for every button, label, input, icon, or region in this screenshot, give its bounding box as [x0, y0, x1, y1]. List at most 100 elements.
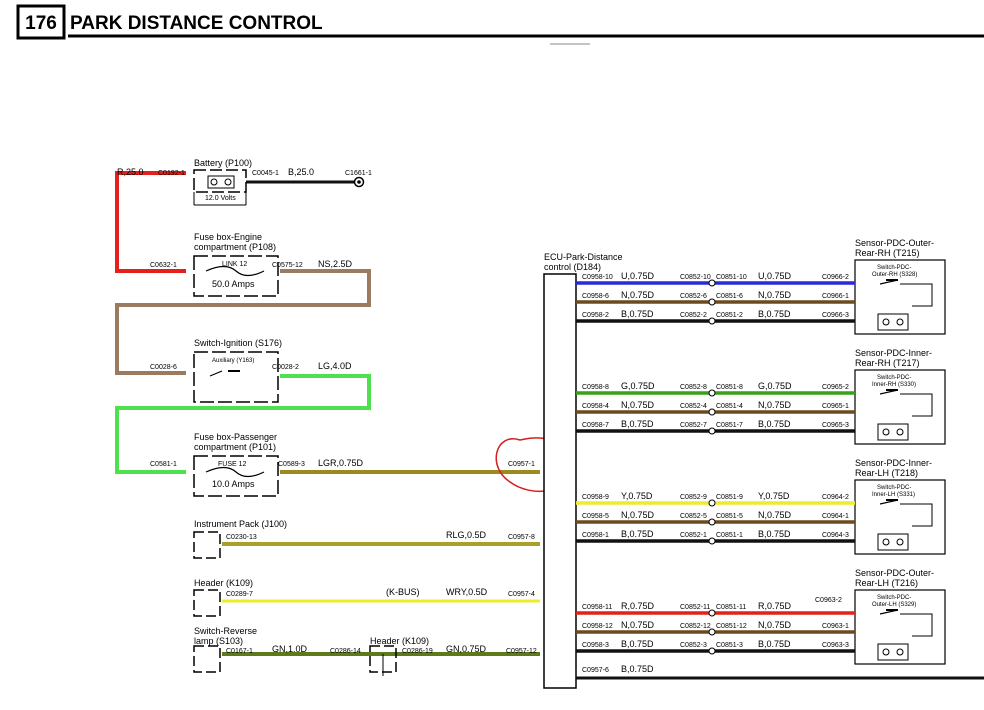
sensor-junction-left: C0852-4 — [680, 403, 707, 410]
header-box — [193, 589, 221, 617]
reverse-label-2: lamp (S103) — [194, 636, 243, 646]
sensor-switch-label-2: Outer-LH (S329) — [872, 602, 916, 608]
sensor-label-2: Rear-RH (T215) — [855, 248, 920, 258]
battery-box — [193, 169, 247, 193]
sensor-junction-left: C0852-7 — [680, 422, 707, 429]
page-header: 176 PARK DISTANCE CONTROL — [16, 4, 984, 45]
fuse-engine-amps: 50.0 Amps — [212, 279, 255, 289]
sensor-ecu-pin: C0958-8 — [582, 384, 609, 391]
sensor-pin: C0965-1 — [822, 403, 849, 410]
header-k109: Header (K109) C0289-7 (K-BUS) WRY,0.5D C… — [193, 578, 535, 617]
header-wire: WRY,0.5D — [446, 587, 488, 597]
connector-icon — [708, 317, 716, 325]
sensor-junction-right: C0851-7 — [716, 422, 743, 429]
fuse-pass-pin-out: C0589-3 — [278, 461, 305, 468]
header-label: Header (K109) — [194, 578, 253, 588]
sensor-box — [854, 589, 946, 665]
reverse-ecu-pin: C0957-12 — [506, 648, 537, 655]
sensor-element-icon — [877, 533, 909, 551]
battery-terminal-neg — [210, 178, 218, 186]
ecu-box — [543, 273, 577, 689]
connector-icon — [708, 389, 716, 397]
fuse-engine-box — [193, 255, 279, 297]
sensor-wire-label: N,0.75D — [621, 620, 655, 630]
wire-battery-red — [115, 171, 186, 273]
sensor-pin: C0964-2 — [822, 494, 849, 501]
fuse-engine-link: LINK 12 — [222, 261, 247, 268]
ground-icon-center — [357, 180, 361, 184]
sensor-ecu-pin: C0958-5 — [582, 513, 609, 520]
sensor-junction-right: C0851-3 — [716, 642, 743, 649]
ignition-label: Switch-Ignition (S176) — [194, 338, 282, 348]
sensor-group: Sensor-PDC-Inner-Rear-LH (T218)Switch-PD… — [576, 458, 946, 555]
connector-icon — [708, 279, 716, 287]
sensor-box — [854, 479, 946, 555]
sensor-groups: Sensor-PDC-Outer-Rear-RH (T215) Switch-PD… — [576, 238, 946, 665]
fuse-icon — [205, 466, 265, 478]
sensor-junction-right: C0851-9 — [716, 494, 743, 501]
sensor-junction-right: C0851-2 — [716, 312, 743, 319]
sensor-switch-label-2: Outer-RH (S328) — [872, 272, 917, 278]
sensor-pin: C0963-1 — [822, 623, 849, 630]
sensor-wire-label-2: U,0.75D — [758, 271, 792, 281]
sensor-switch-label-2: Inner-RH (S330) — [872, 382, 916, 388]
connector-icon — [708, 408, 716, 416]
sensor-wire-label-2: G,0.75D — [758, 381, 792, 391]
sensor-ecu-pin: C0958-9 — [582, 494, 609, 501]
connector-icon — [708, 537, 716, 545]
fuse-pass-fuse: FUSE 12 — [218, 461, 247, 468]
header-bus: (K-BUS) — [386, 587, 420, 597]
battery-label: Battery (P100) — [194, 158, 252, 168]
fuse-pass-ecu-pin: C0957-1 — [508, 461, 535, 468]
sensor-junction-right: C0851-11 — [716, 604, 746, 611]
sensor-element-icon — [877, 423, 909, 441]
fuse-engine-label-1: Fuse box-Engine — [194, 232, 262, 242]
sensor-wire-label-2: Y,0.75D — [758, 491, 790, 501]
sensor-pin: C0964-3 — [822, 532, 849, 539]
fuse-pass-label-2: compartment (P101) — [194, 442, 276, 452]
connector-icon — [708, 298, 716, 306]
battery-pin-out: C0045-1 — [252, 170, 279, 177]
instrument-pack: Instrument Pack (J100) C0230-13 RLG,0.5D… — [193, 519, 535, 559]
sensor-switch-label-1: Switch-PDC- — [877, 265, 911, 271]
sensor-junction-right: C0851-12 — [716, 623, 747, 630]
sensor-wire-label-2: R,0.75D — [758, 601, 792, 611]
sensor-switch-label-1: Switch-PDC- — [877, 375, 911, 381]
ecu-park-distance: ECU-Park-Distance control (D184) — [543, 252, 623, 689]
reverse-box — [193, 645, 221, 673]
sensor-ecu-pin: C0958-10 — [582, 274, 613, 281]
connector-icon — [708, 647, 716, 655]
fuse-engine-pin-out: C0575-12 — [272, 262, 303, 269]
sensor-junction-right: C0851-1 — [716, 532, 743, 539]
instrument-ecu-pin: C0957-8 — [508, 534, 535, 541]
instrument-wire: RLG,0.5D — [446, 530, 487, 540]
page-number: 176 — [25, 13, 57, 34]
sensor-wire-label: N,0.75D — [621, 290, 655, 300]
sensor-wire-label-2: B,0.75D — [758, 419, 791, 429]
ecu-label-1: ECU-Park-Distance — [544, 252, 623, 262]
sensor-junction-right: C0851-8 — [716, 384, 743, 391]
sensor-internal-wire — [900, 613, 933, 637]
sensor-box — [854, 369, 946, 445]
sensor-label-1: Sensor-PDC-Outer- — [855, 238, 934, 248]
sensor-element-icon — [877, 313, 909, 331]
sensor-junction-left: C0852-10 — [680, 274, 711, 281]
fuse-pass-amps: 10.0 Amps — [212, 479, 255, 489]
sensor-ecu-pin: C0958-11 — [582, 604, 612, 611]
reverse-wire2: GN,0.75D — [446, 644, 487, 654]
sensor-pin: C0965-2 — [822, 384, 849, 391]
sensor-switch-label-1: Switch-PDC- — [877, 485, 911, 491]
left-wires — [115, 171, 540, 656]
battery-wire-out: B,25.0 — [288, 167, 314, 177]
sensor-ecu-pin: C0958-12 — [582, 623, 613, 630]
sensor-junction-left: C0852-12 — [680, 623, 711, 630]
sensor-ecu-pin: C0958-3 — [582, 642, 609, 649]
battery-wire-in: R,25.0 — [117, 167, 144, 177]
battery-terminal-pos — [224, 178, 232, 186]
sensor-internal-wire — [900, 393, 933, 417]
sensor-pin: C0966-1 — [822, 293, 849, 300]
sensor-wire-label-2: N,0.75D — [758, 510, 792, 520]
ecu-ground-pin: C0957-6 — [582, 667, 609, 674]
sensor-wire-label: Y,0.75D — [621, 491, 653, 501]
